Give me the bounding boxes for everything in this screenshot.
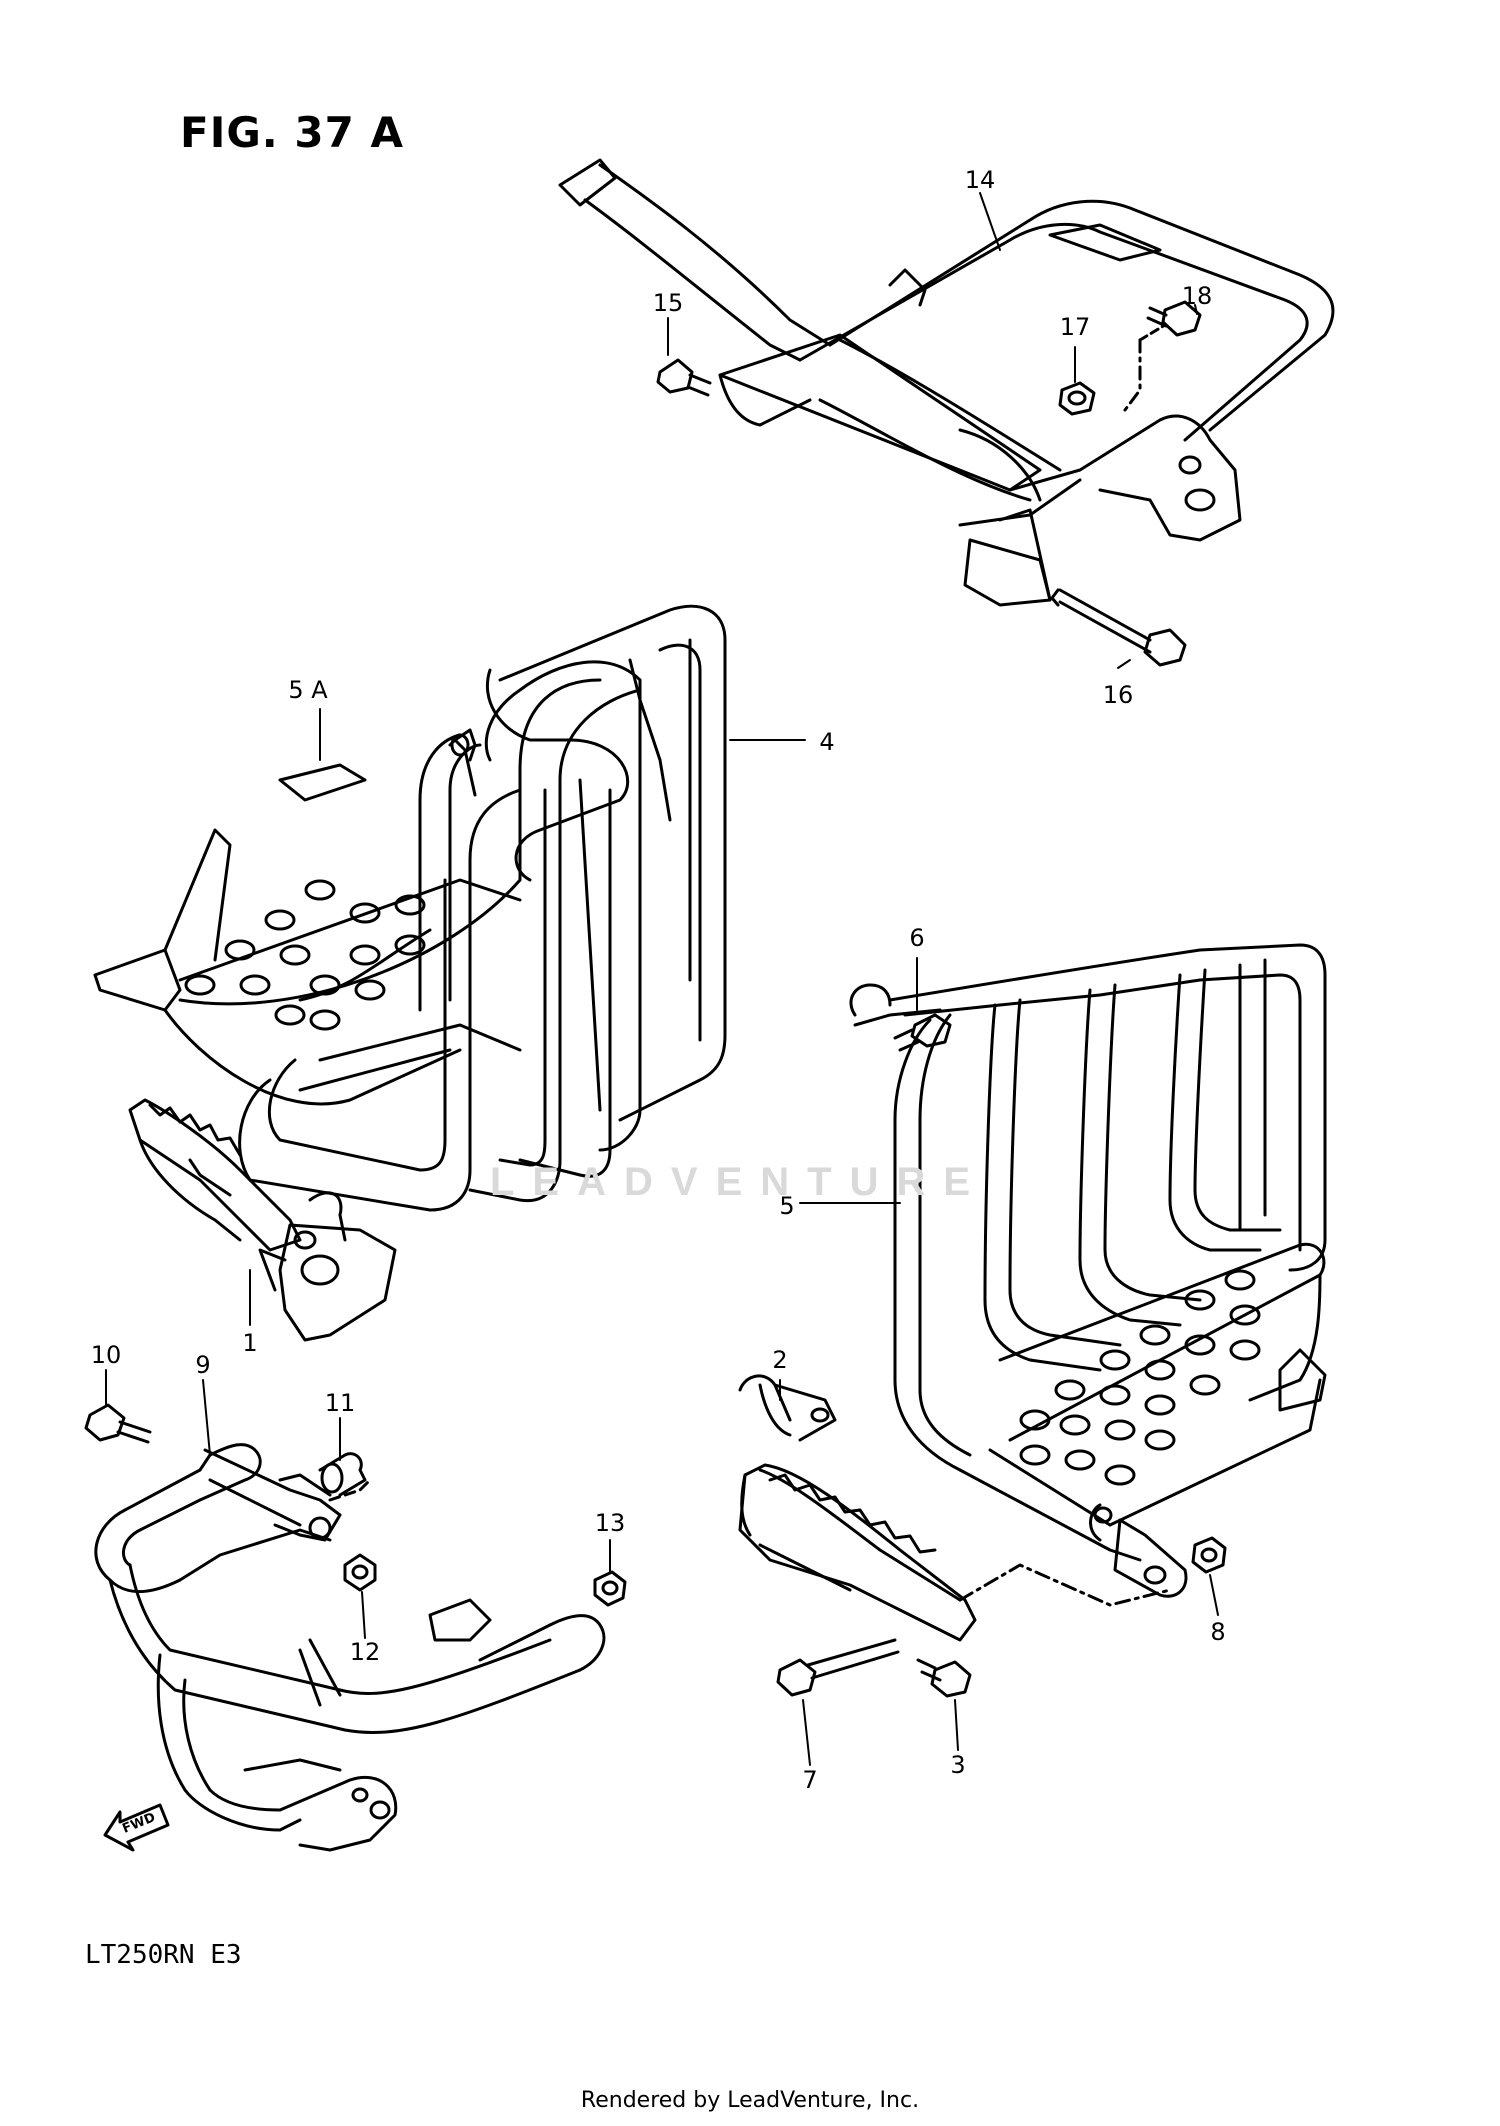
collar-part-11 xyxy=(318,1452,367,1497)
sticker-part-5a xyxy=(278,763,367,802)
callout-5a: 5 A xyxy=(288,676,328,704)
assembly-dashed-line-17 xyxy=(1138,323,1167,342)
callout-7: 7 xyxy=(802,1766,818,1794)
footer-credit: Rendered by LeadVenture, Inc. xyxy=(580,2088,920,2113)
assembly-dashed-line-18 xyxy=(1123,338,1142,412)
callout-12: 12 xyxy=(349,1638,381,1666)
model-label: LT250RN E3 xyxy=(85,1940,242,1970)
callout-18: 18 xyxy=(1181,282,1213,310)
rear-frame-part-14 xyxy=(558,158,1335,607)
callout-leaders xyxy=(105,192,1219,1766)
callout-16: 16 xyxy=(1102,681,1134,709)
callout-5: 5 xyxy=(779,1192,795,1220)
nut-part-12 xyxy=(343,1553,377,1592)
callout-15: 15 xyxy=(652,289,684,317)
nut-part-8 xyxy=(1191,1536,1227,1574)
bolt-part-10 xyxy=(84,1403,152,1444)
assembly-dashed-line-11 xyxy=(328,1478,372,1502)
forward-direction-arrow xyxy=(103,1803,170,1852)
callout-2: 2 xyxy=(772,1346,788,1374)
watermark: LEADVENTURE xyxy=(490,1160,989,1204)
callout-3: 3 xyxy=(950,1751,966,1779)
nut-part-17 xyxy=(1058,381,1096,416)
callout-17: 17 xyxy=(1059,313,1091,341)
callout-11: 11 xyxy=(324,1389,356,1417)
callout-8: 8 xyxy=(1210,1618,1226,1646)
left-footpeg-part-1 xyxy=(128,1098,397,1342)
bolt-part-15 xyxy=(656,358,712,397)
bolt-part-3 xyxy=(916,1658,972,1698)
bolt-part-16 xyxy=(1050,588,1187,667)
left-guard-holes xyxy=(184,879,426,1031)
right-footpeg-part-2 xyxy=(738,1374,977,1642)
assembly-dashed-line-2 xyxy=(958,1563,1172,1607)
left-guard-part-4 xyxy=(93,604,727,1212)
callout-13: 13 xyxy=(594,1509,626,1537)
right-guard-part-5 xyxy=(849,943,1327,1598)
front-guard-part-9 xyxy=(94,1443,606,1852)
callout-14: 14 xyxy=(964,166,996,194)
figure-title: FIG. 37 A xyxy=(180,108,404,157)
nut-part-13 xyxy=(593,1570,627,1607)
callout-6: 6 xyxy=(909,924,925,952)
callout-10: 10 xyxy=(90,1341,122,1369)
callout-9: 9 xyxy=(195,1351,211,1379)
bolt-part-7 xyxy=(776,1638,900,1697)
callout-4: 4 xyxy=(819,728,835,756)
callout-1: 1 xyxy=(242,1329,258,1357)
bolt-part-6 xyxy=(893,1013,952,1052)
right-guard-holes xyxy=(1019,1269,1261,1486)
